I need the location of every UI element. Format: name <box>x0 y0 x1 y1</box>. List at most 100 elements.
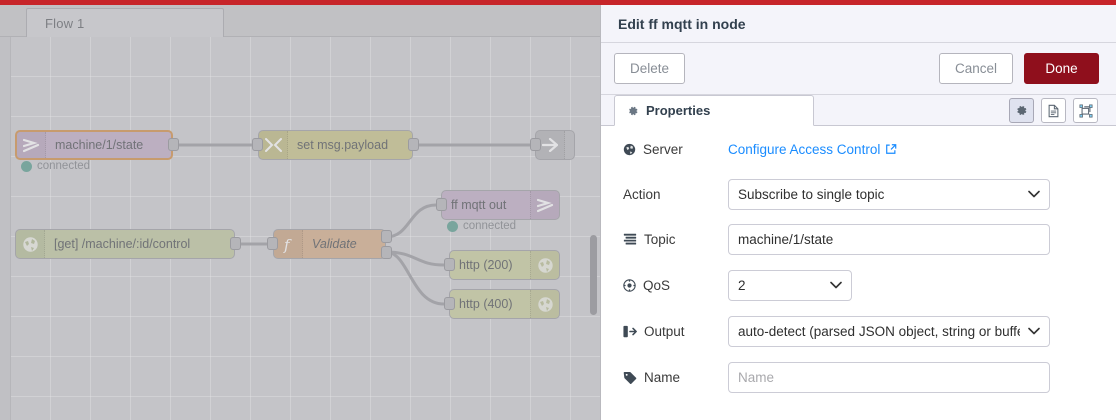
globe-icon <box>16 230 45 258</box>
output-label: Output <box>644 323 685 339</box>
flow-tab-bar: Flow 1 <box>0 5 600 38</box>
node-http-response-200[interactable]: http (200) <box>449 250 560 280</box>
node-http-response-400[interactable]: http (400) <box>449 289 560 319</box>
chevron-down-icon <box>1028 327 1040 335</box>
action-select-value: Subscribe to single topic <box>738 186 885 202</box>
server-label: Server <box>643 141 683 157</box>
node-http-in[interactable]: [get] /machine/:id/control <box>15 229 235 259</box>
node-debug[interactable] <box>535 130 575 160</box>
qos-select-value: 2 <box>738 277 746 293</box>
node-output-port[interactable] <box>381 230 392 243</box>
node-output-port[interactable] <box>230 237 241 250</box>
node-output-port[interactable] <box>408 138 419 151</box>
name-label: Name <box>644 369 681 385</box>
node-mqtt-out[interactable]: ff mqtt out <box>441 190 560 220</box>
output-label-group: Output <box>623 324 728 339</box>
flow-tab-flow1[interactable]: Flow 1 <box>26 8 224 38</box>
gear-icon <box>627 105 639 117</box>
form-row-topic: Topic machine/1/state <box>601 216 1116 262</box>
change-icon <box>259 131 288 159</box>
chevron-down-icon <box>1028 190 1040 198</box>
topic-label-group: Topic <box>623 232 728 247</box>
node-function[interactable]: f Validate <box>273 229 386 259</box>
qos-label-group: QoS <box>623 278 728 293</box>
node-change[interactable]: set msg.payload <box>258 130 413 160</box>
chevron-down-icon <box>830 281 842 289</box>
node-input-port[interactable] <box>444 297 455 310</box>
node-input-port[interactable] <box>444 258 455 271</box>
external-link-icon <box>885 143 897 155</box>
node-label: set msg.payload <box>297 138 389 152</box>
flow-workspace[interactable]: Flow 1 <box>0 5 600 420</box>
form-row-name: Name Name <box>601 354 1116 400</box>
node-status-dot <box>21 161 32 172</box>
output-select[interactable]: auto-detect (parsed JSON object, string … <box>728 315 1050 347</box>
globe-icon <box>623 143 636 156</box>
node-output-port[interactable] <box>168 138 179 151</box>
appearance-icon-button[interactable] <box>1073 98 1098 123</box>
flow-canvas[interactable]: machine/1/state connected set msg.payloa… <box>11 37 600 420</box>
canvas-vertical-scrollbar[interactable] <box>590 235 597 315</box>
mqtt-icon <box>530 191 559 219</box>
node-label: Validate <box>312 237 357 251</box>
node-status-dot <box>447 221 458 232</box>
form-row-server: Server Configure Access Control <box>601 126 1116 172</box>
globe-icon <box>530 290 559 318</box>
name-input[interactable]: Name <box>728 361 1050 393</box>
properties-icon-button[interactable] <box>1009 98 1034 123</box>
cancel-button[interactable]: Cancel <box>939 53 1013 84</box>
node-label: machine/1/state <box>55 138 144 152</box>
node-status-text: connected <box>37 160 91 172</box>
topic-label: Topic <box>644 231 676 247</box>
description-icon-button[interactable] <box>1041 98 1066 123</box>
node-label: [get] /machine/:id/control <box>54 237 191 251</box>
configure-access-control-text: Configure Access Control <box>728 141 881 157</box>
flow-tab-label: Flow 1 <box>45 16 85 31</box>
panel-tab-bar: Properties <box>601 95 1116 126</box>
node-output-port[interactable] <box>381 246 392 259</box>
function-icon: f <box>274 230 303 258</box>
node-label: ff mqtt out <box>451 198 507 212</box>
node-input-port[interactable] <box>267 237 278 250</box>
configure-access-control-link[interactable]: Configure Access Control <box>728 142 897 157</box>
form-row-qos: QoS 2 <box>601 262 1116 308</box>
action-select[interactable]: Subscribe to single topic <box>728 178 1050 210</box>
tag-icon <box>623 371 637 384</box>
tab-properties[interactable]: Properties <box>614 95 814 126</box>
action-label: Action <box>623 186 661 202</box>
mqtt-icon <box>17 132 46 158</box>
node-mqtt-in[interactable]: machine/1/state <box>15 130 173 160</box>
name-label-group: Name <box>623 370 728 385</box>
form-row-action: Action Subscribe to single topic <box>601 172 1116 216</box>
done-button[interactable]: Done <box>1024 53 1099 84</box>
panel-action-bar: Delete Cancel Done <box>601 43 1116 95</box>
bullseye-icon <box>623 278 636 292</box>
app-top-bar <box>0 0 1116 5</box>
node-label: http (400) <box>459 297 513 311</box>
node-status-text: connected <box>463 220 517 232</box>
node-input-port[interactable] <box>530 138 541 151</box>
delete-button[interactable]: Delete <box>614 53 685 84</box>
node-input-port[interactable] <box>252 138 263 151</box>
edit-node-panel: Edit ff mqtt in node Delete Cancel Done … <box>600 5 1116 420</box>
palette-strip[interactable] <box>0 37 11 420</box>
node-properties-form: Server Configure Access Control Action <box>601 126 1116 400</box>
topic-input-value: machine/1/state <box>738 231 834 247</box>
node-input-port[interactable] <box>436 198 447 211</box>
panel-title: Edit ff mqtt in node <box>601 5 1116 43</box>
qos-select[interactable]: 2 <box>728 269 852 301</box>
sign-out-icon <box>623 325 637 338</box>
svg-text:f: f <box>283 236 292 253</box>
tab-properties-label: Properties <box>646 103 711 118</box>
topic-input[interactable]: machine/1/state <box>728 223 1050 255</box>
list-icon <box>623 233 637 245</box>
output-select-value: auto-detect (parsed JSON object, string … <box>738 323 1020 339</box>
action-label-group: Action <box>623 187 728 202</box>
globe-icon <box>530 251 559 279</box>
flow-wires <box>171 143 535 306</box>
name-input-placeholder: Name <box>738 369 775 385</box>
form-row-output: Output auto-detect (parsed JSON object, … <box>601 308 1116 354</box>
qos-label: QoS <box>643 277 671 293</box>
node-label: http (200) <box>459 258 513 272</box>
